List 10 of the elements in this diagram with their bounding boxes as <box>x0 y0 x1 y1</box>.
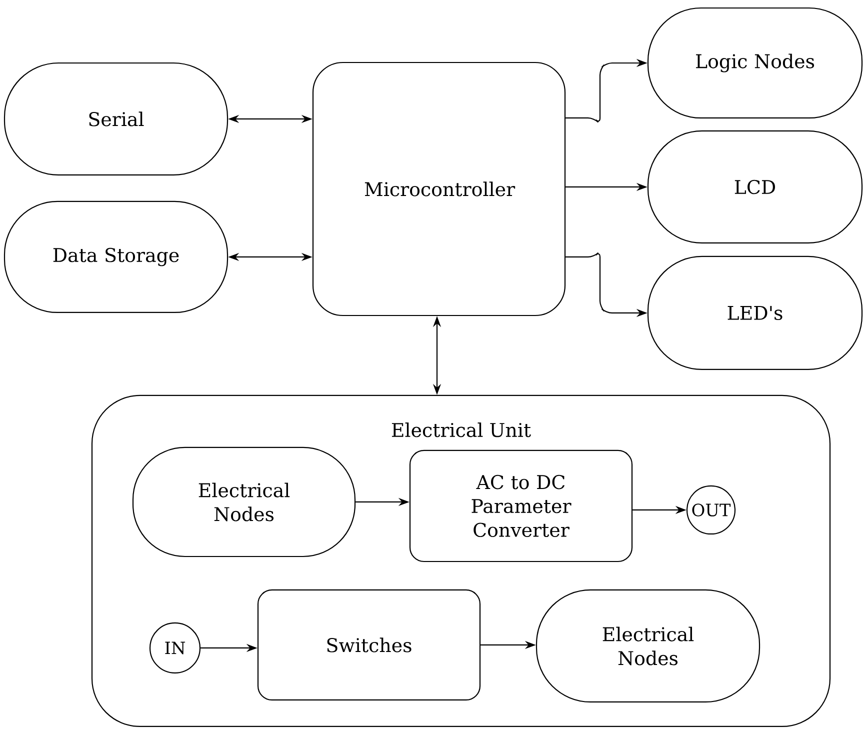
rounded-box: Electrical Nodes <box>536 589 760 703</box>
process-box: Microcontroller <box>312 62 566 316</box>
rounded-box: Logic Nodes <box>647 7 863 119</box>
process-box: Switches <box>257 589 481 701</box>
rounded-box: Data Storage <box>4 200 228 314</box>
rounded-box: LCD <box>647 130 863 244</box>
process-box: AC to DC Parameter Converter <box>409 450 633 562</box>
rounded-box: Serial <box>4 62 228 176</box>
rounded-box: LED's <box>647 256 863 370</box>
rounded-box: Electrical Nodes <box>132 446 356 558</box>
